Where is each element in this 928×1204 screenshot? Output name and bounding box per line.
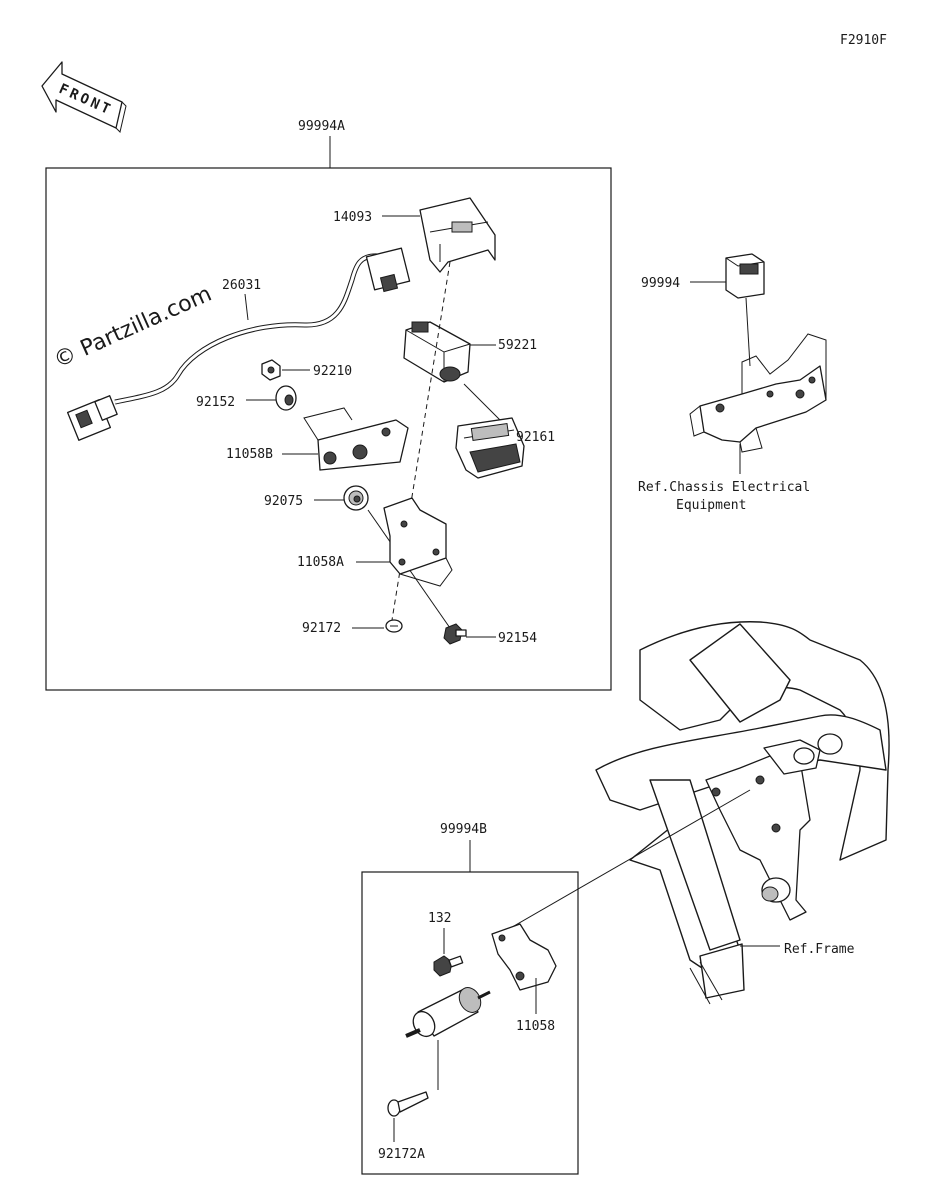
front-arrow-icon: FRONT [41,61,127,133]
screw-92172 [385,619,403,633]
bracket-11058A [383,497,453,587]
cover-14093 [419,197,496,273]
part-label-11058A: 11058A [297,555,344,570]
group-label-kit-b: 99994B [440,822,487,837]
grommet-92075 [343,485,369,511]
part-label-92154: 92154 [498,631,537,646]
nut-92210 [261,359,281,381]
part-label-14093: 14093 [333,210,372,225]
part-label-92210: 92210 [313,364,352,379]
frame-bracket [705,733,843,921]
part-label-92161: 92161 [516,430,555,445]
part-label-26031: 26031 [222,278,261,293]
part-label-92075: 92075 [264,494,303,509]
group-label-kit-a: 99994A [298,119,345,134]
ref-chassis-line2: Equipment [676,498,746,513]
ref-frame-label: Ref.Frame [784,942,855,957]
holder-92161 [455,417,525,479]
part-label-11058B: 11058B [226,447,273,462]
bracket-11058B [303,407,409,471]
group-label-kit-c: 99994 [641,276,680,291]
collar-92152 [275,385,297,411]
part-label-132: 132 [428,911,451,926]
kit-a-box [45,167,612,691]
diagram-code: F2910F [840,33,887,48]
module-59221 [403,321,471,383]
bolt-132 [433,955,464,977]
harness-26031 [66,247,411,441]
part-label-59221: 59221 [498,338,537,353]
ref-chassis-line1: Ref.Chassis Electrical [638,480,810,495]
chassis-bracket [689,333,827,453]
bolt-92154 [443,623,467,645]
frame-outline [595,621,890,1005]
part-label-92172A: 92172A [378,1147,425,1162]
switch-cylinder [405,987,491,1038]
relay-99994 [725,253,765,299]
part-label-92152: 92152 [196,395,235,410]
screw-92172A [387,1091,429,1117]
part-label-11058: 11058 [516,1019,555,1034]
kit-b-box [361,871,579,1175]
bracket-11058 [491,923,557,991]
part-label-92172: 92172 [302,621,341,636]
